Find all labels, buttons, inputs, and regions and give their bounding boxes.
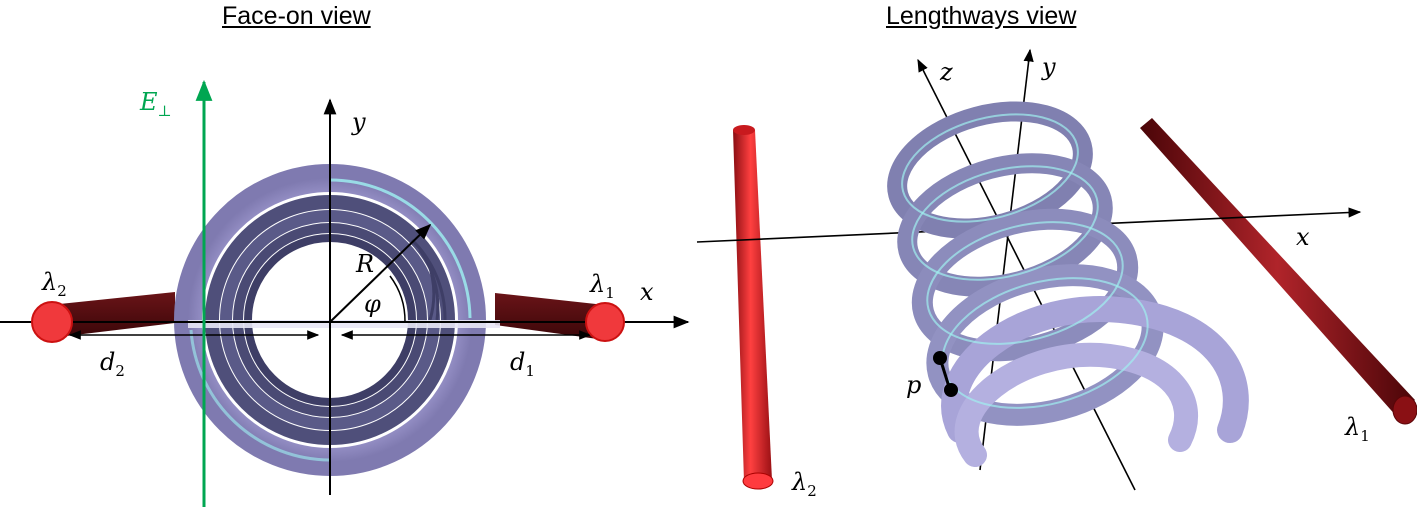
lambda2-label-left: λ2 xyxy=(41,268,67,300)
pitch-marker-bottom xyxy=(944,383,958,397)
rod-lambda1-bar xyxy=(495,293,605,340)
lambda1-label-right: λ1 xyxy=(1344,413,1370,445)
x-axis-label-left: x xyxy=(640,278,654,306)
rod-lambda1-end xyxy=(1392,395,1417,425)
helix-highlight-1 xyxy=(901,113,1079,223)
pitch-label: p xyxy=(906,371,921,399)
y-axis-label-left: y xyxy=(351,108,366,136)
coil-depth-arcs xyxy=(410,238,447,321)
lengthways-view-title: Lengthways view xyxy=(886,2,1077,30)
angle-arc xyxy=(389,275,406,323)
coil-cut-band xyxy=(188,320,500,328)
helix-highlight-3 xyxy=(926,221,1124,345)
e-field-label: E⊥ xyxy=(139,88,172,120)
face-on-view: E⊥ y x R φ λ2 λ1 d2 d1 xyxy=(0,79,690,507)
lambda1-label-left: λ1 xyxy=(589,270,615,302)
y-axis-label-right: y xyxy=(1041,53,1056,81)
charge-lambda2 xyxy=(31,301,73,343)
coil-ring-highlight xyxy=(329,178,472,319)
lambda2-label-right: λ2 xyxy=(791,468,817,500)
helix-turn-6 xyxy=(954,342,1198,467)
angle-label: φ xyxy=(364,290,381,318)
rod-lambda2-bar xyxy=(50,292,175,338)
x-axis-label-right: x xyxy=(1296,223,1310,251)
helix-coil xyxy=(887,101,1249,467)
helix-turn-5 xyxy=(941,296,1249,443)
coil-ring-highlight-lower xyxy=(189,329,331,462)
rod-lambda2-end xyxy=(742,472,774,490)
face-on-view-title: Face-on view xyxy=(222,2,371,30)
z-axis-label-right: z xyxy=(939,58,953,86)
rod-lambda1 xyxy=(1140,118,1415,418)
helix-highlight-2 xyxy=(911,165,1099,281)
lengthways-view: z y x p λ2 λ1 xyxy=(696,48,1417,500)
d2-label: d2 xyxy=(100,348,125,380)
rod-lambda2-top xyxy=(733,125,755,135)
helix-turn-3 xyxy=(911,208,1139,362)
radius-label: R xyxy=(355,250,374,278)
pitch-marker-top xyxy=(933,351,947,365)
d1-label: d1 xyxy=(510,348,535,380)
charge-lambda1 xyxy=(585,302,625,342)
radius-line xyxy=(329,223,432,323)
rod-lambda2 xyxy=(733,130,772,482)
